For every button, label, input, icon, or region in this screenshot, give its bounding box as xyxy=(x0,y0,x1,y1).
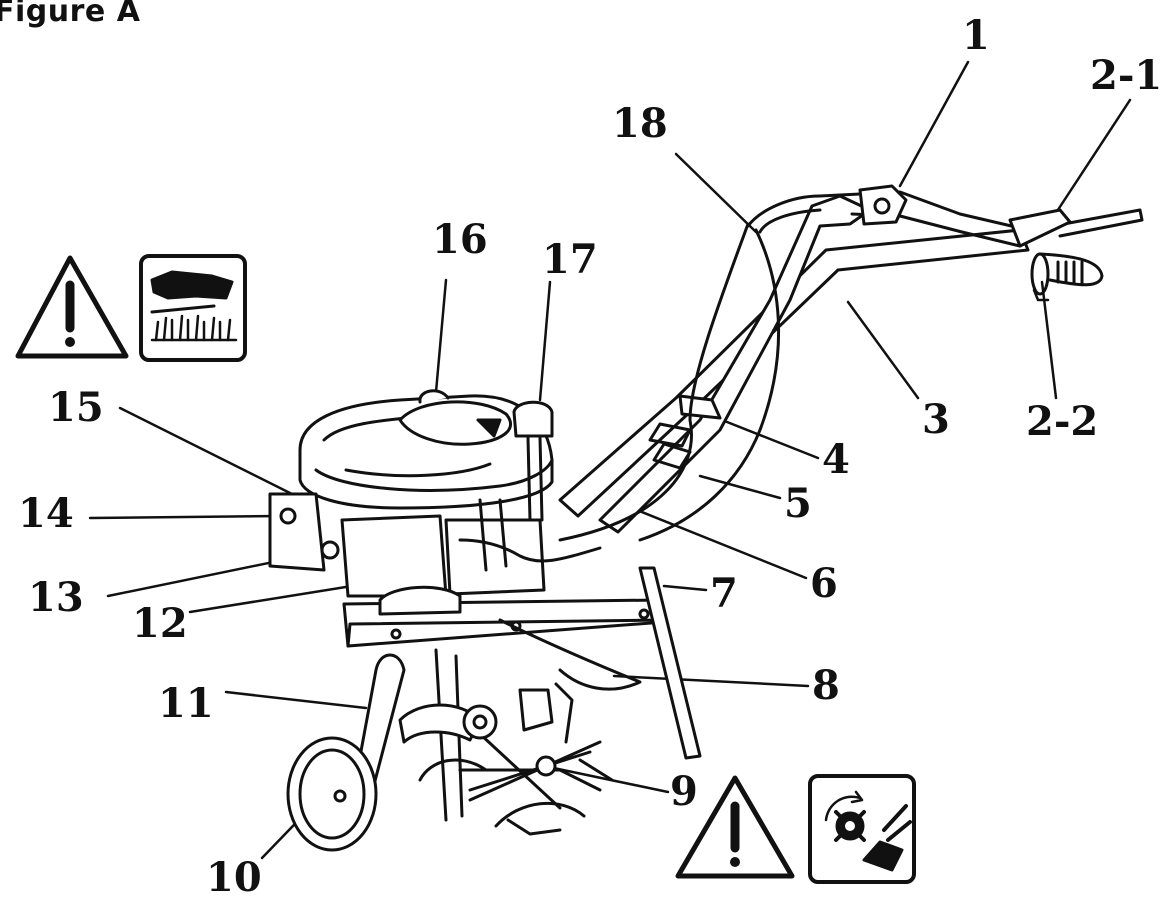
hand-grass-cut-icon xyxy=(139,254,247,362)
tines xyxy=(398,648,614,836)
callout-12: 12 xyxy=(132,600,188,647)
callout-2-2: 2-2 xyxy=(1026,398,1099,445)
callout-16: 16 xyxy=(432,216,488,263)
handle-hoop xyxy=(746,194,822,234)
callout-15: 15 xyxy=(48,384,104,431)
callout-8: 8 xyxy=(812,662,840,709)
callout-4: 4 xyxy=(822,436,850,483)
callout-17: 17 xyxy=(542,236,598,283)
callout-6: 6 xyxy=(810,560,838,607)
callout-18: 18 xyxy=(612,100,668,147)
handlebar-assembly xyxy=(558,184,1144,542)
leader-lines xyxy=(88,60,1132,860)
callout-7: 7 xyxy=(710,570,738,617)
rotating-tines-icon xyxy=(808,774,916,884)
warning-triangle-icon xyxy=(15,255,129,359)
callout-1: 1 xyxy=(962,12,990,59)
warning-group-bottom xyxy=(675,774,916,884)
callout-5: 5 xyxy=(784,480,812,527)
callout-2-1: 2-1 xyxy=(1090,52,1163,99)
callout-9: 9 xyxy=(670,768,698,815)
callout-3: 3 xyxy=(922,396,950,443)
callout-13: 13 xyxy=(28,574,84,621)
depth-wheel xyxy=(286,653,406,852)
figure-title: Figure A xyxy=(0,0,141,29)
warning-group-top xyxy=(15,254,247,362)
callout-14: 14 xyxy=(18,490,74,537)
engine xyxy=(268,389,602,598)
callout-11: 11 xyxy=(158,680,214,727)
warning-triangle-icon xyxy=(675,775,795,879)
chassis xyxy=(342,566,702,760)
callout-10: 10 xyxy=(206,854,262,901)
